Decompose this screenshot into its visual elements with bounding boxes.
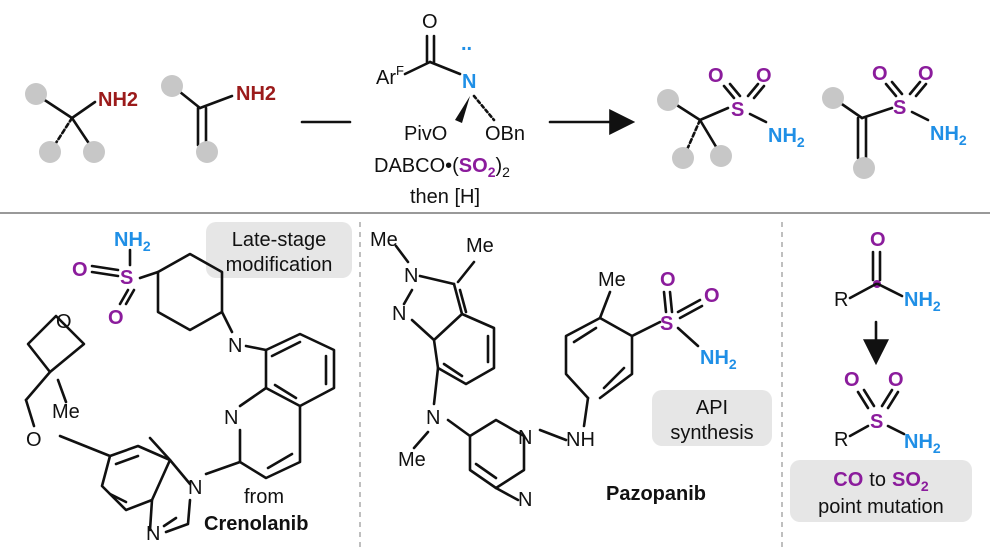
reagent-nitrogen: N [462,71,476,93]
left-from: from [244,486,284,508]
right-r2: R [834,429,848,451]
right-r1: R [834,289,848,311]
alkenyl-amine-substrate: NH2 [161,75,276,163]
badge-point-mutation-line2: point mutation [818,496,944,518]
alkyl-sulfonamide-product: S O O NH2 [657,65,805,169]
left-quin-n: N [224,407,238,429]
badge-late-stage-line2: modification [226,254,333,276]
alkenyl-sulfonamide-product: S O O NH2 [822,63,967,179]
right-s: S [870,411,883,433]
left-ether-o: O [26,429,42,451]
left-o1: O [72,259,88,281]
right-nh2-2: NH2 [904,431,941,456]
badge-late-stage-line1: Late-stage [232,229,327,251]
left-nh2: NH2 [114,229,151,254]
left-bim-n1: N [188,477,202,499]
lone-pair: .. [461,33,472,55]
alkyl-amine-substrate: NH2 [25,83,138,163]
pivo-label: PivO [404,123,447,145]
mid-nh: NH [566,429,595,451]
amine-nh2-label: NH2 [98,89,138,111]
right-o2: O [888,369,904,391]
pazopanib-structure: Me N N Me N Me N N NH Me S O O [370,229,772,511]
mid-n2: N [392,303,406,325]
carbonyl-o: O [422,11,438,33]
mid-pazopanib-name: Pazopanib [606,483,706,505]
product1-o1: O [708,65,724,87]
mid-nh2: NH2 [700,347,737,372]
badge-api-line2: synthesis [670,422,753,444]
dabco-label: DABCO•(SO2)2 [374,155,510,180]
alkenyl-nh2-label: NH2 [236,83,276,105]
mid-n3: N [426,407,440,429]
product1-nh2: NH2 [768,125,805,150]
mid-pyr-n1: N [518,427,532,449]
right-carbonyl-o: O [870,229,886,251]
badge-api [652,390,772,446]
product1-o2: O [756,65,772,87]
crenolanib-derivative: Late-stage modification NH2 S O O N N N … [24,222,352,545]
mid-pyr-n2: N [518,489,532,511]
badge-api-line1: API [696,397,728,419]
left-o2: O [108,307,124,329]
mid-me2: Me [466,235,494,257]
product2-o2: O [918,63,934,85]
product2-o1: O [872,63,888,85]
left-s: S [120,267,133,289]
right-o1: O [844,369,860,391]
left-crenolanib-name: Crenolanib [204,513,308,535]
arf-label: ArF [376,63,404,89]
product1-s: S [731,99,744,121]
mid-me1: Me [370,229,398,251]
left-oxetane-o: O [56,311,72,333]
obn-label: OBn [485,123,525,145]
reagent-structure: O ArF .. N PivO OBn DABCO•(SO2)2 then [H… [374,11,525,208]
badge-late-stage [206,222,352,278]
product2-nh2: NH2 [930,123,967,148]
left-pip-n: N [228,335,242,357]
left-bim-n2: N [146,523,160,545]
right-nh2-1: NH2 [904,289,941,314]
badge-point-mutation [790,460,972,522]
mid-o2: O [704,285,720,307]
then-h-label: then [H] [410,186,480,208]
mid-s: S [660,313,673,335]
mid-me4: Me [598,269,626,291]
mid-o1: O [660,269,676,291]
product2-s: S [893,97,906,119]
mid-n1: N [404,265,418,287]
mid-me3: Me [398,449,426,471]
left-me: Me [52,401,80,423]
